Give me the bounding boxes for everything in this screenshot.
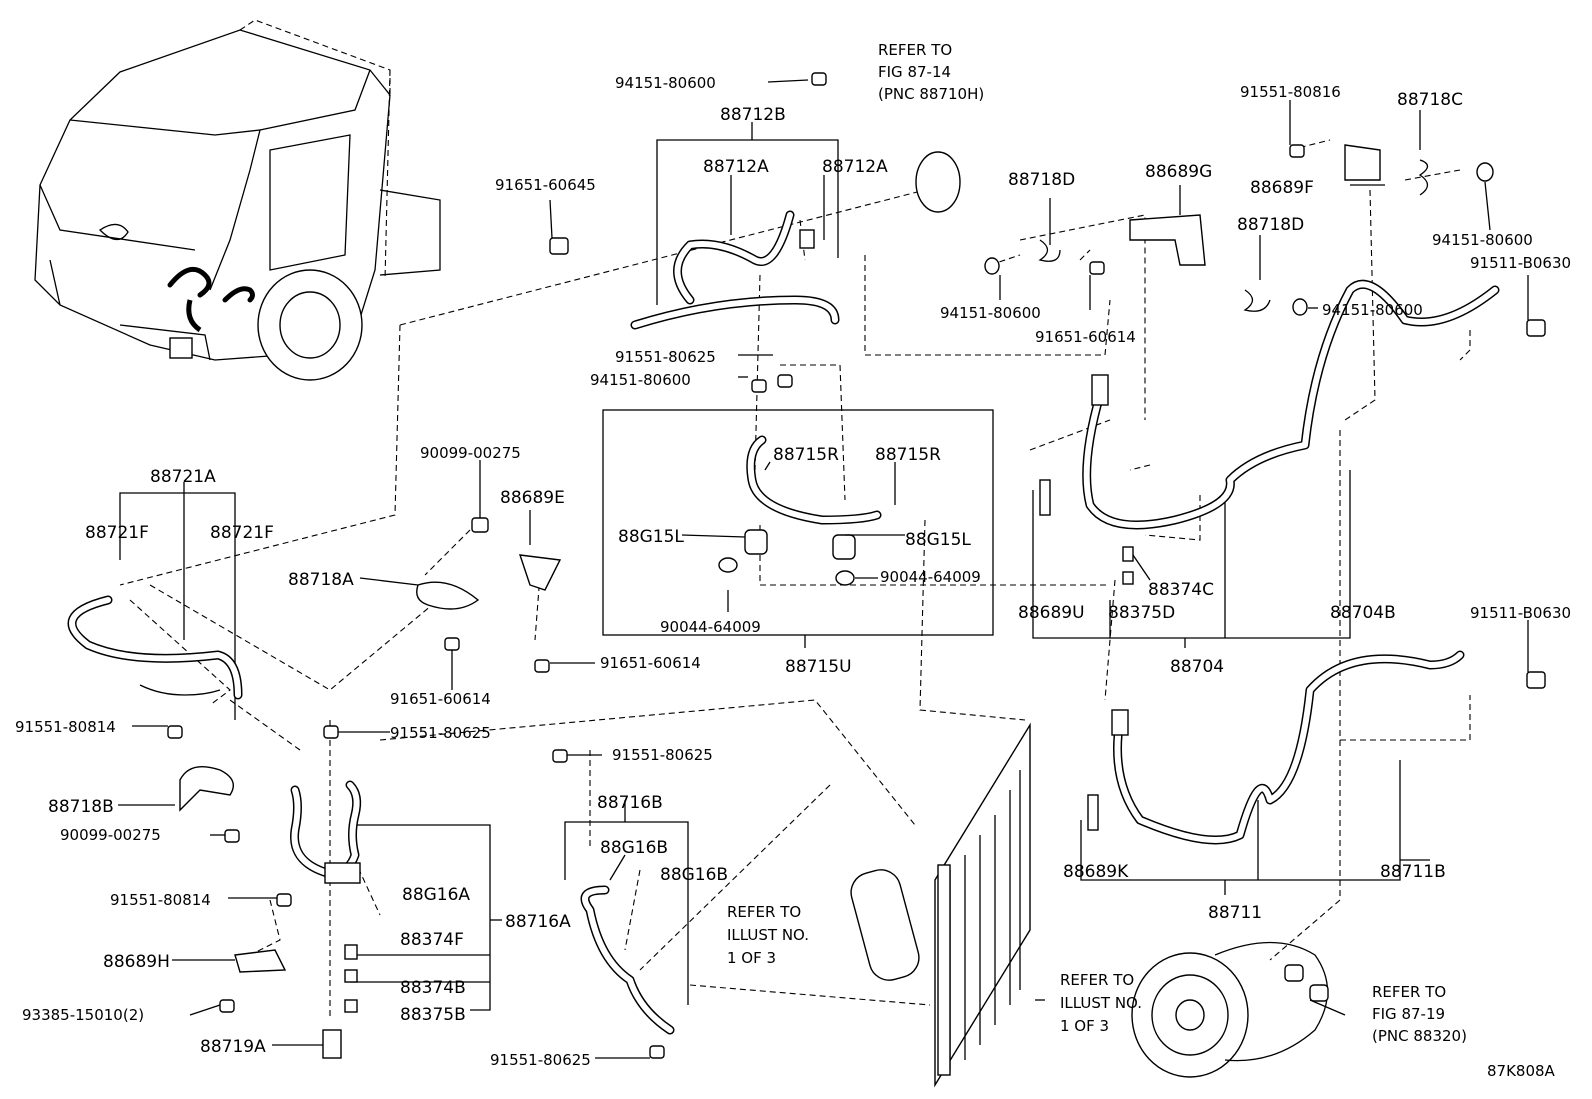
label-91551-80814-b: 91551-80814 xyxy=(110,891,211,909)
leader-lines xyxy=(118,79,1529,1059)
label-88715R-left: 88715R xyxy=(773,445,839,465)
label-88721A: 88721A xyxy=(150,467,216,487)
refer-bottom-right-line1: REFER TO xyxy=(1372,983,1446,1001)
refer-illust-right-line3: 1 OF 3 xyxy=(1060,1017,1109,1035)
label-88374F: 88374F xyxy=(400,930,464,950)
label-94151-80600-e: 94151-80600 xyxy=(1322,301,1423,319)
label-88375B: 88375B xyxy=(400,1005,466,1025)
label-94151-80600-d: 94151-80600 xyxy=(940,304,1041,322)
refer-illust-left-line2: ILLUST NO. xyxy=(727,926,809,944)
refer-illust-right-line1: REFER TO xyxy=(1060,971,1134,989)
label-88689K: 88689K xyxy=(1063,862,1129,882)
part-labels: 94151-80600 88712B 88712A 88712A 91651-6… xyxy=(15,74,1571,1080)
label-91511-B0630-b: 91511-B0630 xyxy=(1470,604,1571,622)
label-88712A-right: 88712A xyxy=(822,157,888,177)
label-91651-60614-a: 91651-60614 xyxy=(1035,328,1136,346)
label-88704B: 88704B xyxy=(1330,603,1396,623)
label-88711: 88711 xyxy=(1208,903,1262,923)
label-90044-64009-left: 90044-64009 xyxy=(660,618,761,636)
label-88689E: 88689E xyxy=(500,488,565,508)
part-shapes xyxy=(67,72,1546,1088)
label-94151-80600: 94151-80600 xyxy=(615,74,716,92)
label-91551-80625-c: 91551-80625 xyxy=(612,746,713,764)
label-88375D: 88375D xyxy=(1108,603,1175,623)
refer-illust-left-line3: 1 OF 3 xyxy=(727,949,776,967)
label-91511-B0630-a: 91511-B0630 xyxy=(1470,254,1571,272)
label-88716A: 88716A xyxy=(505,912,571,932)
label-88689F: 88689F xyxy=(1250,178,1314,198)
refer-illust-left-line1: REFER TO xyxy=(727,903,801,921)
bracket-lines xyxy=(119,122,1401,1011)
label-93385-15010: 93385-15010(2) xyxy=(22,1006,144,1024)
label-88704: 88704 xyxy=(1170,657,1224,677)
refer-notes: REFER TO FIG 87-14 (PNC 88710H) REFER TO… xyxy=(727,41,1467,1045)
label-91651-60614-b: 91651-60614 xyxy=(390,690,491,708)
label-88718D-left: 88718D xyxy=(1008,170,1075,190)
label-91651-60645: 91651-60645 xyxy=(495,176,596,194)
label-88689G: 88689G xyxy=(1145,162,1212,182)
label-88711B: 88711B xyxy=(1380,862,1446,882)
refer-top-line1: REFER TO xyxy=(878,41,952,59)
label-88721F-right: 88721F xyxy=(210,523,274,543)
label-88712A-left: 88712A xyxy=(703,157,769,177)
label-91551-80625-d: 91551-80625 xyxy=(490,1051,591,1069)
label-91551-80625-a: 91551-80625 xyxy=(615,348,716,366)
label-88718A: 88718A xyxy=(288,570,354,590)
diagram-id: 87K808A xyxy=(1487,1062,1556,1080)
refer-illust-right-line2: ILLUST NO. xyxy=(1060,994,1142,1012)
label-88712B: 88712B xyxy=(720,105,786,125)
label-88689H: 88689H xyxy=(103,952,170,972)
label-88374C: 88374C xyxy=(1148,580,1214,600)
label-90044-64009-right: 90044-64009 xyxy=(880,568,981,586)
label-88718D-right: 88718D xyxy=(1237,215,1304,235)
label-88689U: 88689U xyxy=(1018,603,1085,623)
label-88721F-left: 88721F xyxy=(85,523,149,543)
refer-bottom-right-line2: FIG 87-19 xyxy=(1372,1005,1445,1023)
label-90099-00275-a: 90099-00275 xyxy=(420,444,521,462)
label-88G16A: 88G16A xyxy=(402,885,470,905)
label-91551-80814-a: 91551-80814 xyxy=(15,718,116,736)
label-88715R-right: 88715R xyxy=(875,445,941,465)
label-88374B: 88374B xyxy=(400,978,466,998)
label-91551-80625-b: 91551-80625 xyxy=(390,724,491,742)
label-88718B: 88718B xyxy=(48,797,114,817)
refer-top-line2: FIG 87-14 xyxy=(878,63,951,81)
label-88G16B-a: 88G16B xyxy=(600,838,668,858)
refer-top-line3: (PNC 88710H) xyxy=(878,85,984,103)
label-94151-80600-c: 94151-80600 xyxy=(1432,231,1533,249)
label-88G16B-b: 88G16B xyxy=(660,865,728,885)
label-94151-80600-b: 94151-80600 xyxy=(590,371,691,389)
label-90099-00275-b: 90099-00275 xyxy=(60,826,161,844)
label-88G15L-left: 88G15L xyxy=(618,527,684,547)
label-88719A: 88719A xyxy=(200,1037,266,1057)
label-88716B: 88716B xyxy=(597,793,663,813)
label-88715U: 88715U xyxy=(785,657,852,677)
truck-illustration xyxy=(34,19,441,381)
label-91551-80816: 91551-80816 xyxy=(1240,83,1341,101)
label-88718C: 88718C xyxy=(1397,90,1463,110)
refer-bottom-right-line3: (PNC 88320) xyxy=(1372,1027,1467,1045)
label-91651-60614-c: 91651-60614 xyxy=(600,654,701,672)
label-88G15L-right: 88G15L xyxy=(905,530,971,550)
